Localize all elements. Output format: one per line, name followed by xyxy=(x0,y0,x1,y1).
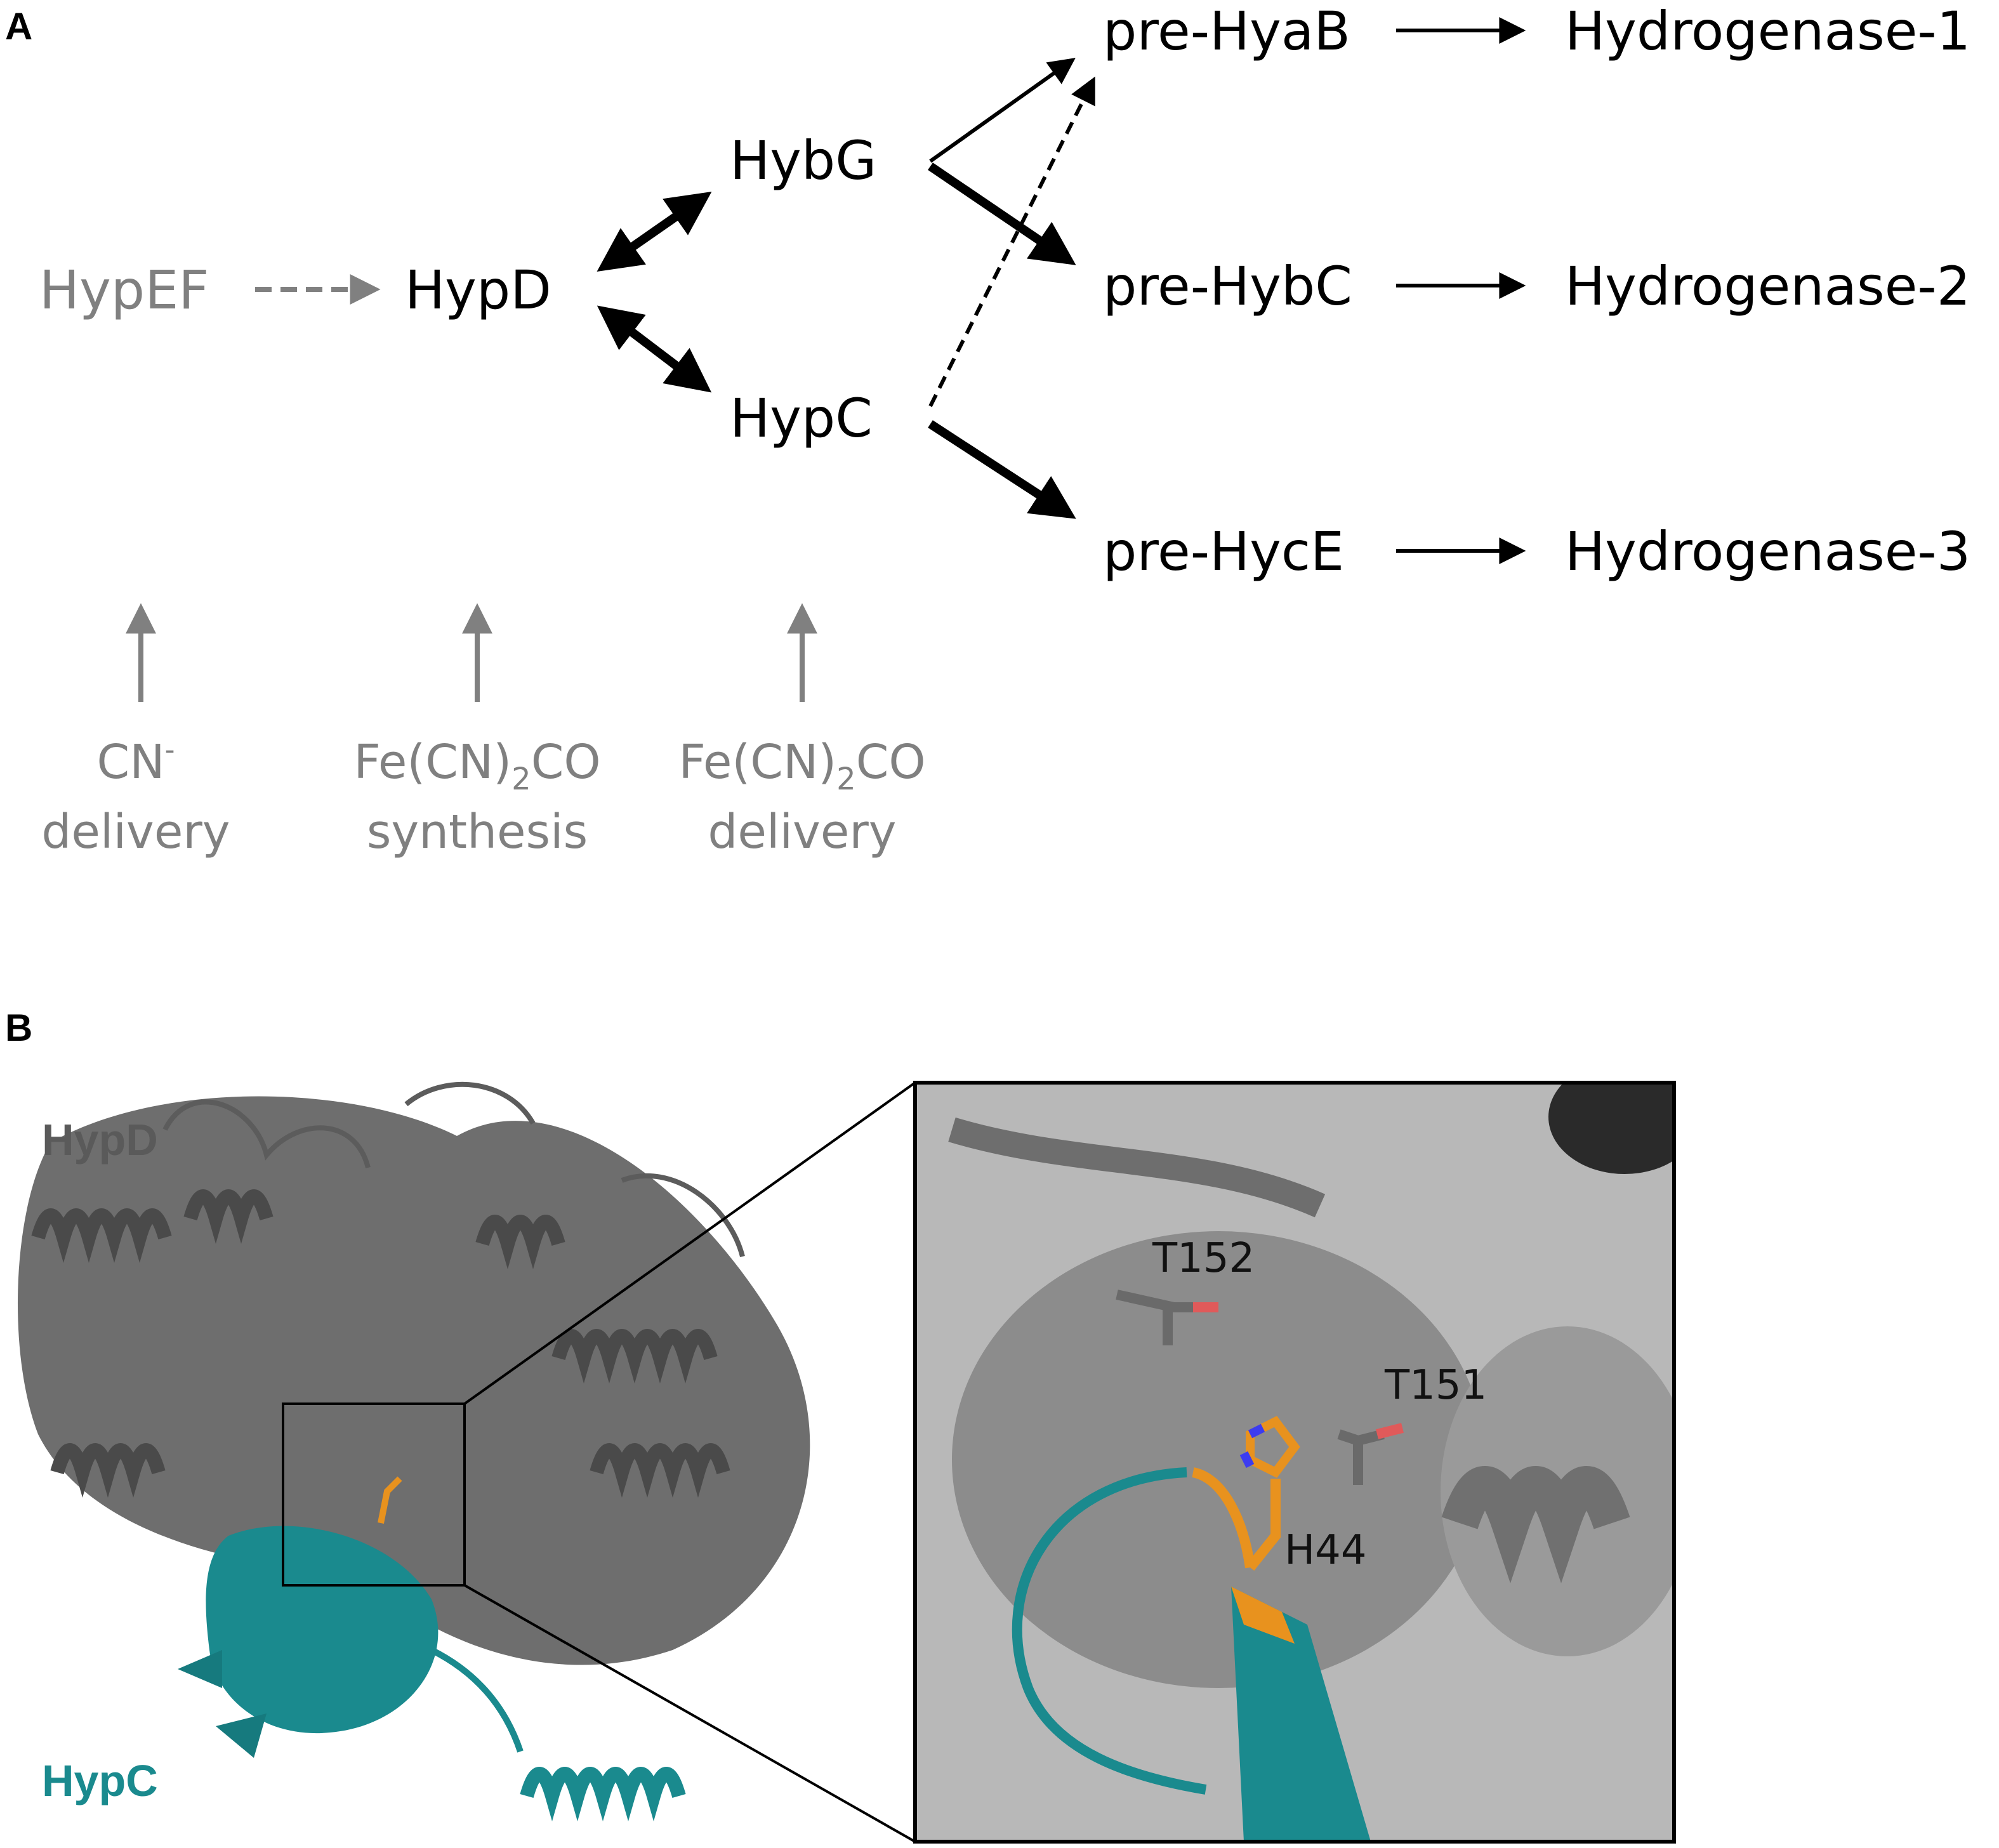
arrow-hypd-hybg xyxy=(597,192,712,272)
hypc-loop xyxy=(1012,1467,1207,1795)
panel-b: B HypD HypC xyxy=(5,1006,1676,1844)
arrow-hybg-pre-hyab xyxy=(929,58,1076,163)
zoom-connector-top xyxy=(463,1081,916,1405)
oxygen-atom xyxy=(1376,1423,1404,1439)
arrow-hypd-hypc xyxy=(597,305,712,393)
hypc-helix xyxy=(520,1767,686,1822)
hypd-helix xyxy=(31,1189,730,1498)
hypd-structure-overview: HypD HypC xyxy=(17,1081,810,1822)
node-pre-hyab: pre-HyaB xyxy=(1103,0,1350,62)
hypc-beta-strand xyxy=(1231,1587,1371,1842)
hypd-dark-segment xyxy=(1548,1083,1674,1174)
panel-b-letter: B xyxy=(5,1006,32,1049)
hypd-helix-shadow xyxy=(952,1231,1485,1688)
hypc-label: HypC xyxy=(42,1756,158,1805)
hypc-body xyxy=(206,1526,439,1734)
t151-sidechain xyxy=(1337,1429,1385,1446)
histidine-h44-overview xyxy=(378,1476,402,1524)
role-delivery-line2: delivery xyxy=(708,805,896,859)
hypc-strand xyxy=(178,1650,267,1758)
arrow-hypc-pre-hyce xyxy=(928,420,1076,519)
hypd-strand xyxy=(948,1117,1326,1218)
node-hypc: HypC xyxy=(730,387,873,449)
node-hydrogenase-3: Hydrogenase-3 xyxy=(1565,520,1970,583)
hypd-loop xyxy=(162,1099,371,1168)
zoom-inset-frame xyxy=(913,1081,1676,1844)
role-delivery-line1: Fe(CN)2CO xyxy=(678,735,925,797)
node-hypef: HypEF xyxy=(39,259,209,321)
zoom-selection-box xyxy=(282,1402,466,1587)
node-hypd: HypD xyxy=(405,259,551,321)
arrow-hypc-pre-hyab xyxy=(928,76,1095,407)
histidine-sidechain xyxy=(1246,1479,1281,1571)
hypc-loop xyxy=(430,1647,524,1753)
hypd-label: HypD xyxy=(42,1115,158,1165)
histidine-chain xyxy=(1191,1467,1255,1569)
residue-h44-label: H44 xyxy=(1284,1527,1367,1574)
node-hydrogenase-1: Hydrogenase-1 xyxy=(1565,0,1970,62)
zoom-inset: T152 T151 H44 xyxy=(913,1081,1676,1844)
histidine-backbone xyxy=(1231,1587,1295,1644)
panel-a-letter: A xyxy=(5,5,32,48)
panel-a: A HypEF HypD HybG HypC pre-HyaB pre-HybC… xyxy=(5,0,1970,859)
node-hybg: HybG xyxy=(730,129,876,192)
hypd-helix xyxy=(1441,1466,1630,1583)
histidine-ring xyxy=(1246,1416,1300,1478)
role-synthesis-line2: synthesis xyxy=(367,805,588,859)
node-pre-hyce: pre-HycE xyxy=(1103,520,1344,583)
residue-t152-label: T152 xyxy=(1152,1235,1255,1282)
node-hydrogenase-2: Hydrogenase-2 xyxy=(1565,255,1970,317)
residue-t151-label: T151 xyxy=(1384,1362,1487,1409)
role-synthesis-line1: Fe(CN)2CO xyxy=(353,735,600,797)
node-pre-hybc: pre-HybC xyxy=(1103,255,1352,317)
nitrogen-atom xyxy=(1239,1451,1255,1468)
nitrogen-atom xyxy=(1248,1423,1265,1439)
hypd-loop xyxy=(621,1173,745,1257)
arrow-hybg-pre-hybc xyxy=(928,162,1076,265)
role-cn-line2: delivery xyxy=(41,805,230,859)
hypd-loop xyxy=(404,1081,536,1125)
role-cn-line1: CN- xyxy=(97,734,175,789)
zoom-connector-bottom xyxy=(464,1584,916,1843)
